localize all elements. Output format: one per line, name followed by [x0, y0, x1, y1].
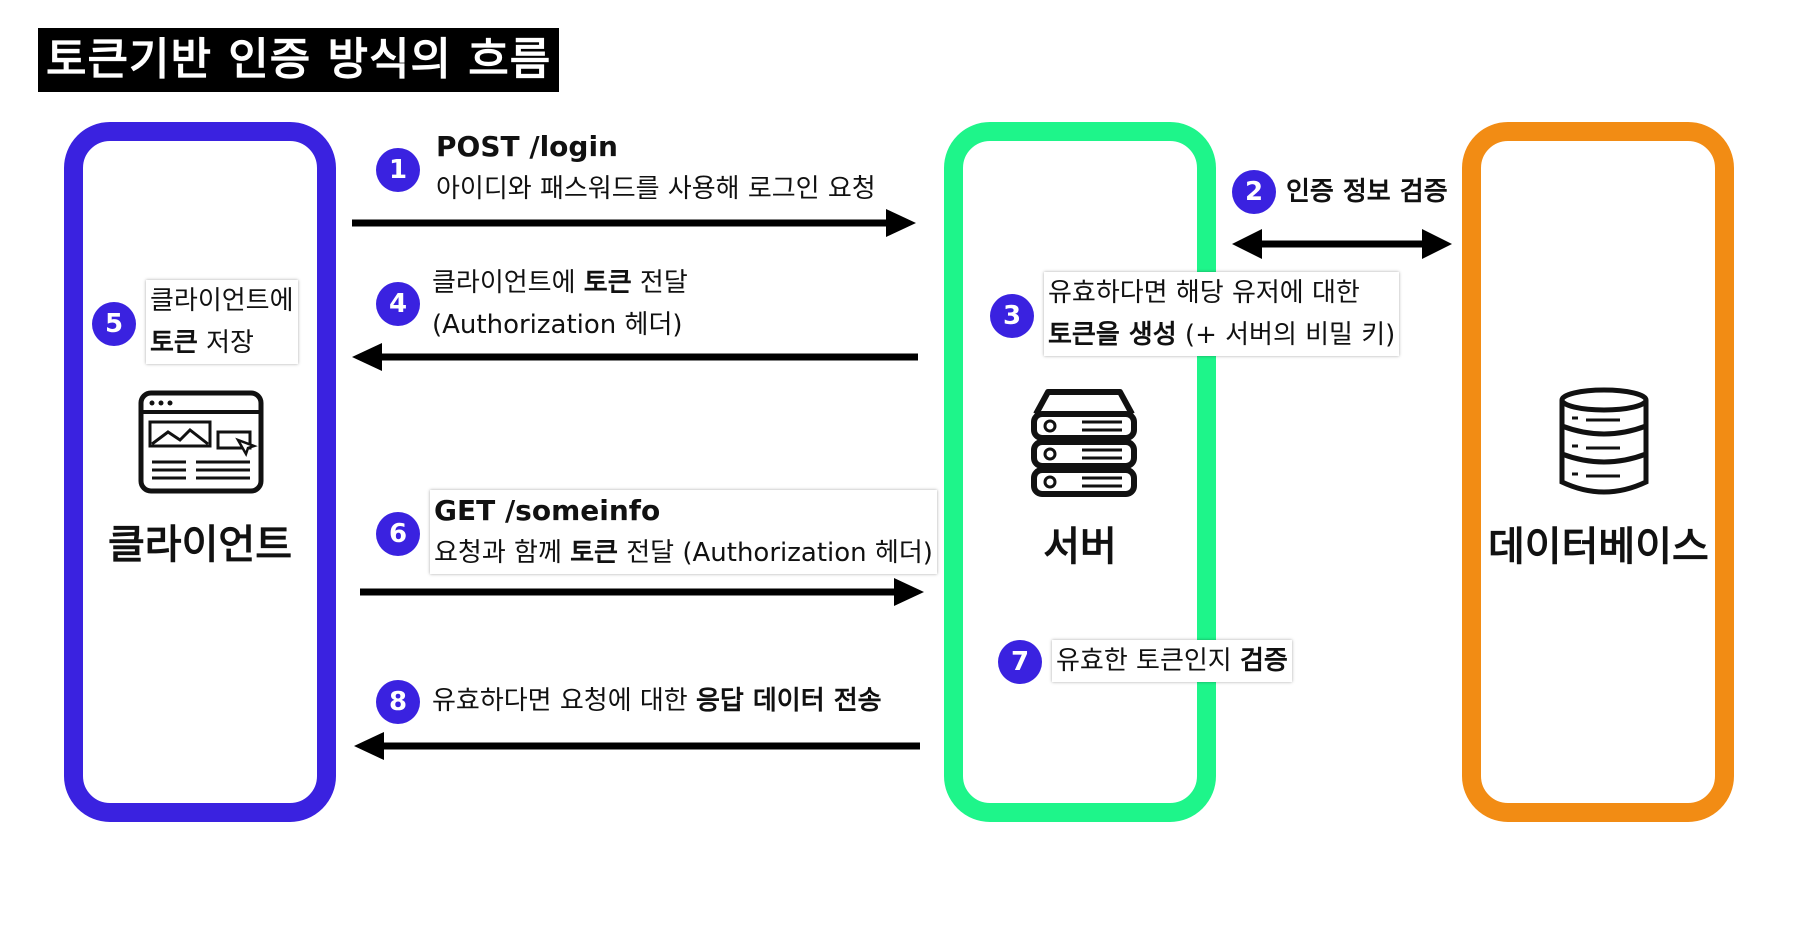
step-6-badge: 6	[376, 512, 420, 556]
step-2-badge: 2	[1232, 170, 1276, 214]
step-5-line-1: 클라이언트에	[150, 286, 294, 316]
step-1-description: 아이디와 패스워드를 사용해 로그인 요청	[436, 174, 876, 204]
server-rack-icon	[1031, 389, 1137, 497]
step-4-prefix: 클라이언트에	[432, 268, 584, 298]
step-1-endpoint: POST /login	[436, 130, 618, 163]
step-3-badge: 3	[990, 294, 1034, 338]
step-6-suffix: 전달 (Authorization 헤더)	[617, 538, 933, 568]
step-3-note: 유효하다면 해당 유저에 대한 토큰을 생성 (+ 서버의 비밀 키)	[1044, 272, 1400, 356]
step-5-rest: 저장	[197, 328, 254, 358]
database-label: 데이터베이스	[1488, 524, 1709, 570]
step-7-badge: 7	[998, 640, 1042, 684]
step-6-bold: 토큰	[570, 538, 618, 568]
step-8-note: 유효하다면 요청에 대한 응답 데이터 전송	[432, 680, 882, 722]
step-8-badge: 8	[376, 680, 420, 724]
step-8-bold: 응답 데이터 전송	[696, 686, 882, 716]
step-4-bold: 토큰	[583, 268, 632, 298]
step-4-line-2: (Authorization 헤더)	[432, 310, 683, 340]
step-3-line-2: 토큰을 생성 (+ 서버의 비밀 키)	[1048, 314, 1395, 356]
step-5-badge: 5	[92, 302, 136, 346]
arrow-step-2	[1232, 229, 1452, 259]
step-6-line-2: 요청과 함께 토큰 전달 (Authorization 헤더)	[434, 532, 933, 574]
step-7-note: 유효한 토큰인지 검증	[1052, 640, 1292, 682]
arrow-step-8	[354, 732, 920, 760]
step-3-line-1: 유효하다면 해당 유저에 대한	[1048, 278, 1360, 308]
page-title: 토큰기반 인증 방식의 흐름	[38, 28, 560, 92]
step-1-badge: 1	[376, 148, 420, 192]
database-icon	[1559, 387, 1649, 495]
step-6-endpoint: GET /someinfo	[434, 494, 661, 527]
step-6-prefix: 요청과 함께	[434, 538, 571, 568]
step-5-note: 클라이언트에 토큰 저장	[146, 280, 298, 364]
server-label: 서버	[1043, 524, 1117, 570]
step-4-badge: 4	[376, 282, 420, 326]
step-7-prefix: 유효한 토큰인지	[1056, 646, 1240, 676]
step-7-bold: 검증	[1239, 646, 1288, 676]
step-8-prefix: 유효하다면 요청에 대한	[432, 686, 696, 716]
step-2-note: 인증 정보 검증	[1286, 177, 1448, 207]
step-6-note: GET /someinfo 요청과 함께 토큰 전달 (Authorizatio…	[430, 490, 937, 574]
step-4-note: 클라이언트에 토큰 전달 (Authorization 헤더)	[432, 262, 688, 346]
step-5-line-2: 토큰 저장	[150, 322, 294, 364]
step-3-bold: 토큰을 생성	[1048, 320, 1177, 350]
client-column	[64, 122, 336, 822]
step-4-suffix: 전달	[631, 268, 688, 298]
browser-window-icon	[138, 390, 264, 494]
step-4-line-1: 클라이언트에 토큰 전달	[432, 262, 688, 304]
arrow-step-4	[352, 343, 918, 371]
database-column	[1462, 122, 1734, 822]
step-1-note: POST /login 아이디와 패스워드를 사용해 로그인 요청	[436, 126, 876, 210]
arrow-step-1	[352, 209, 916, 237]
client-label: 클라이언트	[108, 522, 292, 568]
arrow-step-6	[360, 578, 924, 606]
step-5-bold: 토큰	[150, 328, 198, 358]
step-3-rest: (+ 서버의 비밀 키)	[1176, 320, 1396, 350]
